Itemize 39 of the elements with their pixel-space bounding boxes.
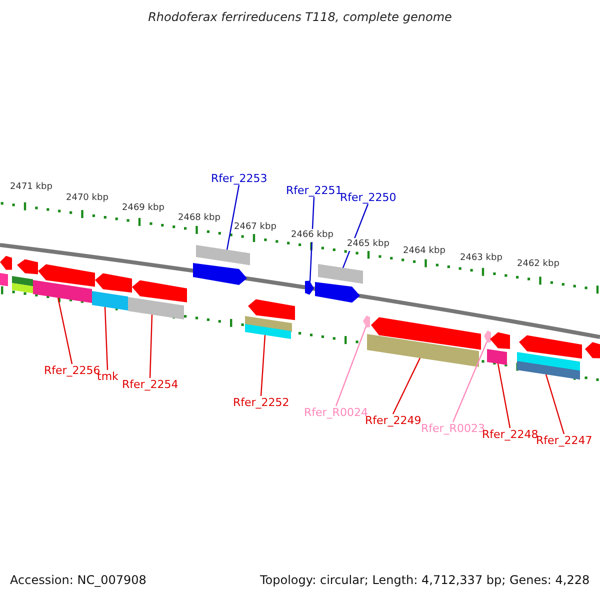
gene-symbol (367, 317, 481, 367)
leader-line (452, 341, 488, 422)
leader-line (104, 306, 108, 370)
scale-label: 2465 kbp (347, 238, 390, 251)
gene-label: Rfer_2250 (340, 191, 396, 204)
footer-text: Accession: NC_007908 (10, 574, 146, 587)
scale-label: 2463 kbp (460, 252, 502, 265)
scale-label: 2464 kbp (403, 245, 446, 258)
gene-symbol (92, 273, 132, 310)
gene-label: Rfer_2254 (122, 378, 178, 391)
gene-label: Rfer_2247 (536, 434, 592, 447)
gene-symbol (315, 264, 363, 303)
scale-label: 2470 kbp (66, 192, 108, 205)
scale-label: 2469 kbp (122, 202, 164, 215)
leader-line (335, 326, 367, 406)
gene-label: Rfer_2252 (233, 396, 290, 409)
scale-label: 2466 kbp (291, 229, 334, 242)
gene-symbol (193, 245, 250, 285)
leader-line (260, 335, 266, 396)
scale-label: 2467 kbp (234, 221, 276, 234)
gene-symbol (517, 335, 582, 380)
gene-label: Rfer_2253 (211, 172, 268, 185)
leader-line (57, 298, 73, 364)
leader-line (392, 358, 421, 414)
scale-label: 2471 kbp (10, 181, 52, 194)
leader-line (497, 364, 511, 428)
gene-label: Rfer_R0023 (421, 422, 485, 435)
leader-line (149, 314, 153, 378)
gene-label: Rfer_R0024 (304, 406, 368, 419)
gene-symbol (128, 280, 187, 320)
scale-label: 2468 kbp (178, 212, 220, 225)
footer-text: Topology: circular; Length: 4,712,337 bp; Genes: 4,228 (260, 574, 590, 587)
scale-label: 2462 kbp (517, 258, 560, 271)
gene-symbol (33, 264, 95, 303)
gene-label: Rfer_2249 (365, 414, 422, 427)
gene-label: Rfer_2251 (286, 184, 342, 197)
gene-symbol (245, 299, 295, 339)
gene-symbol (487, 332, 510, 365)
title: Rhodoferax ferrireducens T118, complete genome (147, 11, 453, 24)
